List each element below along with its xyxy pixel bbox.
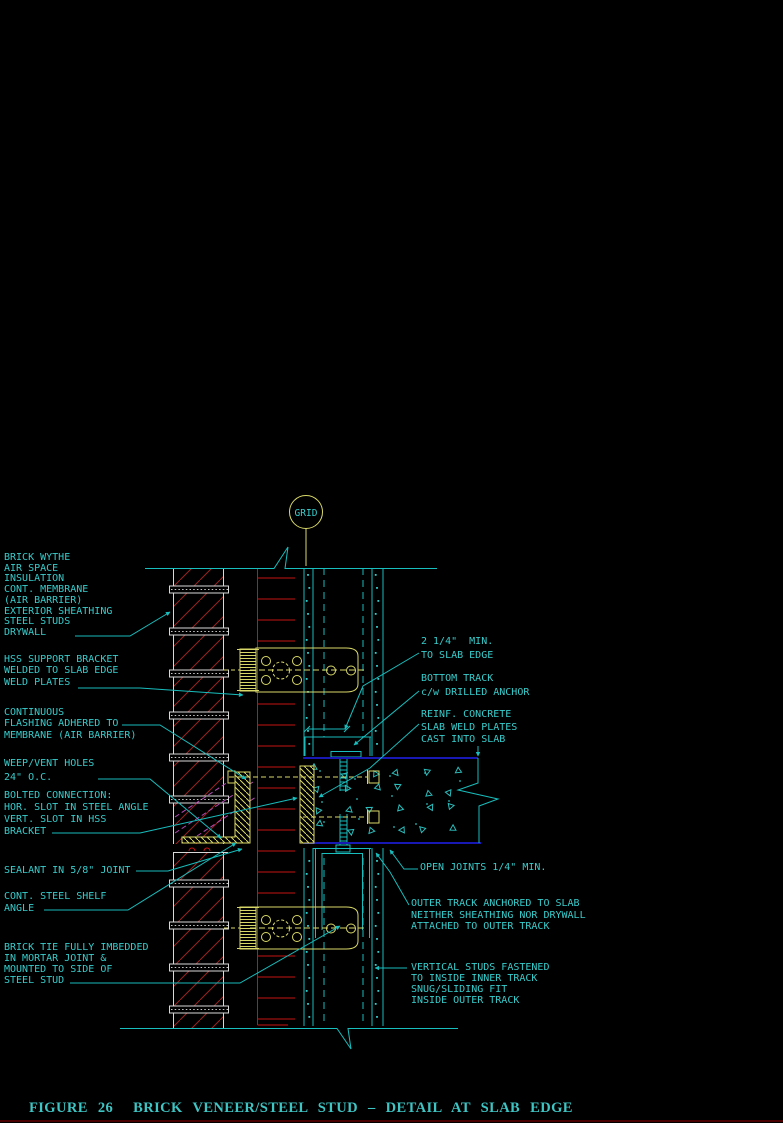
anchor-threads (340, 761, 347, 842)
label-vertical-studs: VERTICAL STUDS FASTENED TO INSIDE INNER … (411, 962, 550, 1006)
boundary-lines (120, 546, 458, 1050)
grid-bubble-label: GRID (295, 508, 318, 519)
footer-rule (0, 1120, 783, 1122)
sheathing-speckle (305, 574, 380, 1018)
weep-holes (188, 847, 211, 852)
label-bottom-track: BOTTOM TRACK c/w DRILLED ANCHOR (421, 673, 530, 698)
label-wall-assembly: BRICK WYTHE AIR SPACE INSULATION CONT. M… (4, 552, 113, 638)
steel-elements (181, 647, 380, 950)
membrane-insulation (257, 568, 295, 1026)
brick-tie-bracket (224, 906, 364, 950)
label-weep-vent: WEEP/VENT HOLES 24" O.C. (4, 758, 95, 783)
label-shelf-angle: CONT. STEEL SHELF ANGLE (4, 891, 107, 914)
brick-wythe (169, 568, 229, 1028)
label-bolted-connection: BOLTED CONNECTION: HOR. SLOT IN STEEL AN… (4, 790, 149, 837)
figure-title: FIGURE 26 BRICK VENEER/STEEL STUD – DETA… (29, 1100, 573, 1116)
dimension-line (303, 725, 351, 733)
grid-bubble: GRID (289, 495, 323, 566)
mortar-joints (169, 585, 229, 1014)
upper-bracket (224, 647, 364, 693)
label-open-joints: OPEN JOINTS 1/4" MIN. (420, 862, 547, 873)
concrete-aggregate (310, 762, 463, 837)
label-slab-edge-dim: 2 1/4" MIN. TO SLAB EDGE (421, 636, 494, 661)
concrete-slab (303, 757, 500, 844)
leader-lines (44, 611, 481, 984)
label-reinf-concrete: REINF. CONCRETE SLAB WELD PLATES CAST IN… (421, 709, 518, 745)
label-hss-bracket: HSS SUPPORT BRACKET WELDED TO SLAB EDGE … (4, 654, 119, 688)
label-brick-tie: BRICK TIE FULLY IMBEDDED IN MORTAR JOINT… (4, 942, 149, 986)
label-sealant: SEALANT IN 5/8" JOINT (4, 865, 131, 876)
slab-edge-plate (227, 765, 380, 844)
label-flashing: CONTINUOUS FLASHING ADHERED TO MEMBRANE … (4, 707, 137, 741)
stud-wall (303, 568, 384, 1026)
label-outer-track: OUTER TRACK ANCHORED TO SLAB NEITHER SHE… (411, 898, 586, 933)
